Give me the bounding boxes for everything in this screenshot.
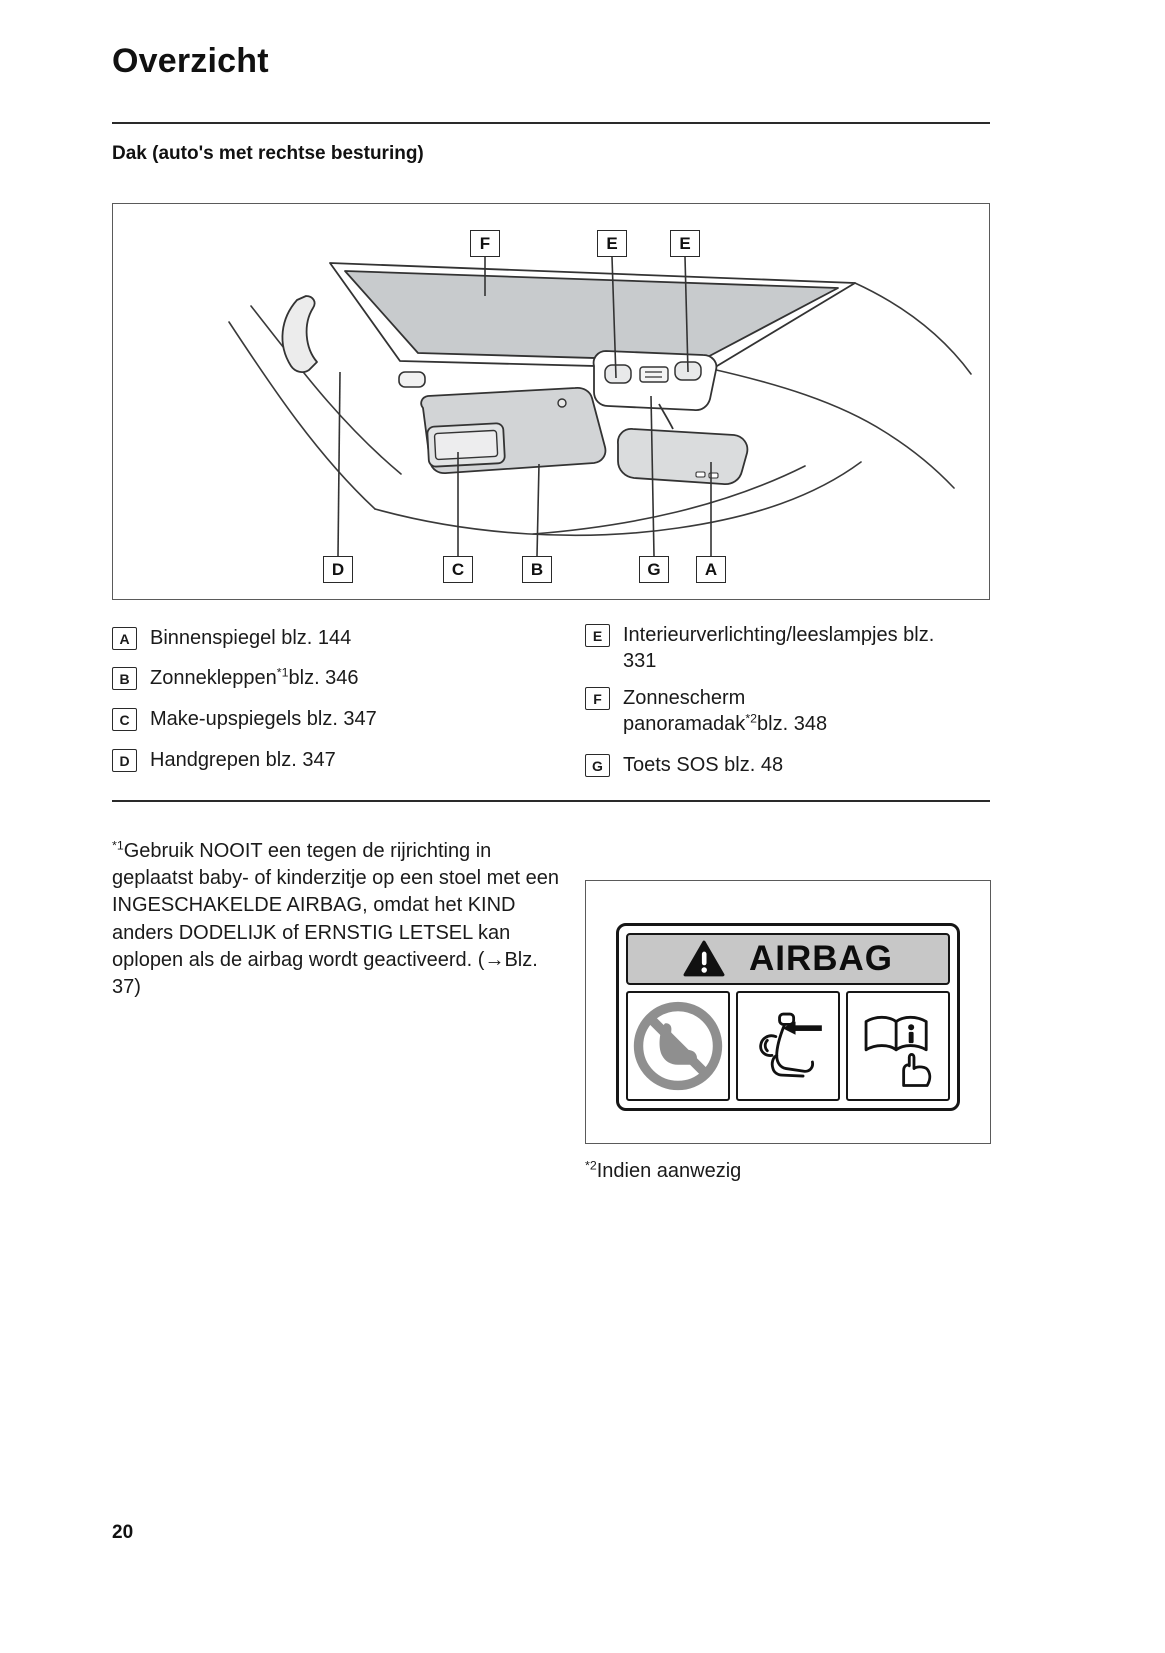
legend-key-f: F [585,687,610,710]
legend-item-a: A Binnenspiegel blz. 144 [112,625,351,652]
rearview-mirror [617,428,749,485]
airbag-title: AIRBAG [748,939,894,978]
overhead-console [592,350,718,430]
panorama-roof [329,262,856,370]
legend-key-a: A [112,627,137,650]
legend-item-c: C Make-upspiegels blz. 347 [112,706,377,733]
footnote-1: *1Gebruik NOOIT een tegen de rijrichting… [112,838,559,998]
roof-diagram-drawing [228,256,972,557]
airbag-label-header: AIRBAG [626,933,950,985]
legend-key-g: G [585,754,610,777]
legend-text-e: Interieurverlichting/leeslampjes blz. 33… [623,624,935,672]
page-number: 20 [112,1522,134,1543]
legend-text-d: Handgrepen blz. 347 [150,749,336,771]
airbag-label: AIRBAG [616,923,960,1111]
airbag-warning-panel: AIRBAG [585,880,991,1144]
sun-visor [420,386,607,475]
legend-text-g: Toets SOS blz. 48 [623,754,784,776]
callout-e1: E [597,230,627,257]
legend-text-f: Zonnescherm panoramadak*2blz. 348 [623,687,828,735]
legend-key-d: D [112,749,137,772]
consult-manual-icon [846,991,950,1101]
legend-key-e: E [585,624,610,647]
map-light-unit [398,371,426,388]
top-divider [112,122,990,124]
legend-item-d: D Handgrepen blz. 347 [112,747,336,774]
callout-e2: E [670,230,700,257]
cabin-outline [228,282,972,537]
callout-g: G [639,556,669,583]
grab-handle [281,295,318,373]
legend-text-a: Binnenspiegel blz. 144 [150,627,352,649]
callout-f: F [470,230,500,257]
warning-triangle-icon [683,940,725,977]
callout-c: C [443,556,473,583]
legend-item-e: E Interieurverlichting/leeslampjes blz. … [585,622,963,674]
legend-key-c: C [112,708,137,731]
callout-leader-lines [337,256,712,557]
footnote-2: *2Indien aanwezig [585,1158,742,1182]
legend-item-f: F Zonnescherm panoramadak*2blz. 348 [585,685,863,737]
no-rearfacing-child-seat-icon [626,991,730,1101]
middle-divider [112,800,990,802]
callout-b: B [522,556,552,583]
legend-text-b: Zonnekleppen*1blz. 346 [150,665,359,689]
page-title: Overzicht [112,42,269,80]
airbag-pictograms [626,991,950,1101]
section-heading: Dak (auto's met rechtse besturing) [112,143,424,164]
legend-text-c: Make-upspiegels blz. 347 [150,708,377,730]
legend-item-b: B Zonnekleppen*1blz. 346 [112,665,359,692]
roof-diagram-figure: F E E D C B G A [112,203,990,600]
seat-airbag-deploy-icon [736,991,840,1101]
legend-item-g: G Toets SOS blz. 48 [585,752,783,779]
callout-a: A [696,556,726,583]
callout-d: D [323,556,353,583]
legend-key-b: B [112,667,137,690]
